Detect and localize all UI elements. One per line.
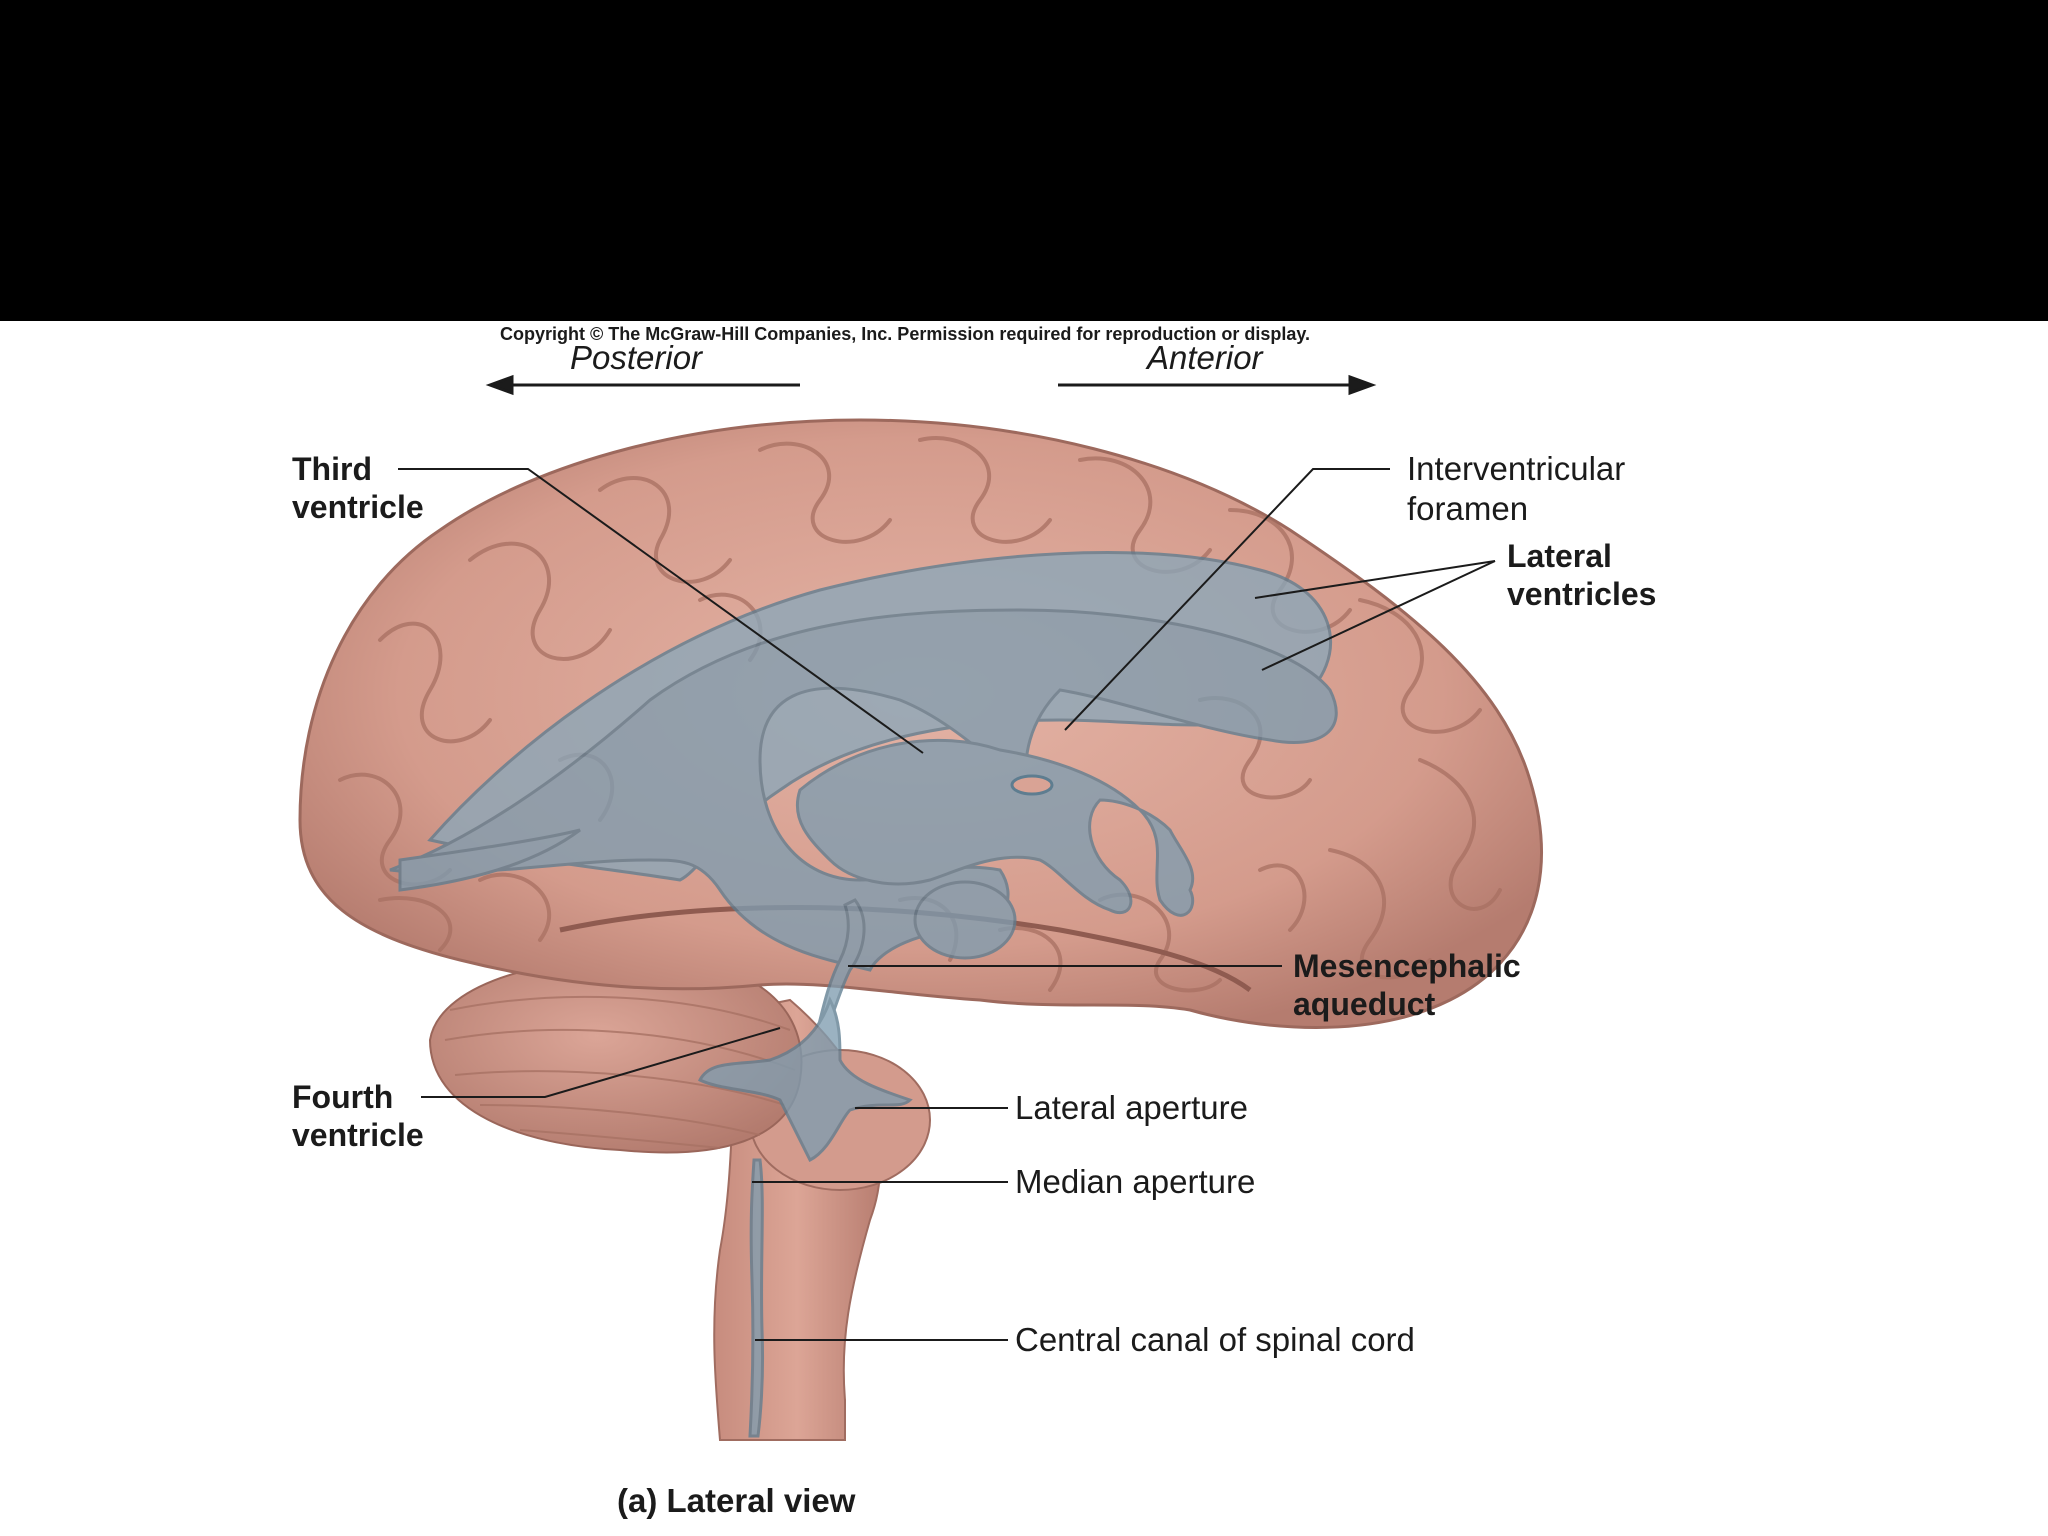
label-interventricular-foramen: Interventricular foramen	[1407, 450, 1626, 527]
label-fourth-ventricle: Fourth ventricle	[292, 1079, 424, 1154]
leader-lines	[398, 468, 1496, 1341]
ventricular-system	[389, 551, 1338, 1438]
anterior-label: Anterior	[1147, 339, 1263, 376]
leader-interventricular-foramen	[1064, 468, 1390, 731]
direction-arrows	[485, 374, 1377, 396]
figure-caption: (a) Lateral view	[617, 1482, 856, 1519]
label-lateral-ventricles: Lateral ventricles	[1507, 538, 1657, 613]
label-median-aperture: Median aperture	[1015, 1163, 1256, 1200]
label-mesencephalic-aqueduct: Mesencephalic aqueduct	[1293, 948, 1521, 1023]
leader-third-ventricle	[398, 468, 924, 754]
leader-fourth-ventricle	[421, 1027, 781, 1098]
leader-lateral-ventricles-far	[1254, 560, 1496, 599]
leader-lateral-ventricles-near	[1261, 560, 1496, 671]
posterior-label: Posterior	[570, 339, 703, 376]
copyright-notice: Copyright © The McGraw-Hill Companies, I…	[500, 324, 1311, 344]
black-title-band	[0, 0, 2048, 321]
label-central-canal: Central canal of spinal cord	[1015, 1321, 1415, 1358]
interventricular-foramen-mark	[1010, 774, 1054, 796]
label-lateral-aperture: Lateral aperture	[1015, 1089, 1248, 1126]
label-third-ventricle: Third ventricle	[292, 451, 424, 526]
